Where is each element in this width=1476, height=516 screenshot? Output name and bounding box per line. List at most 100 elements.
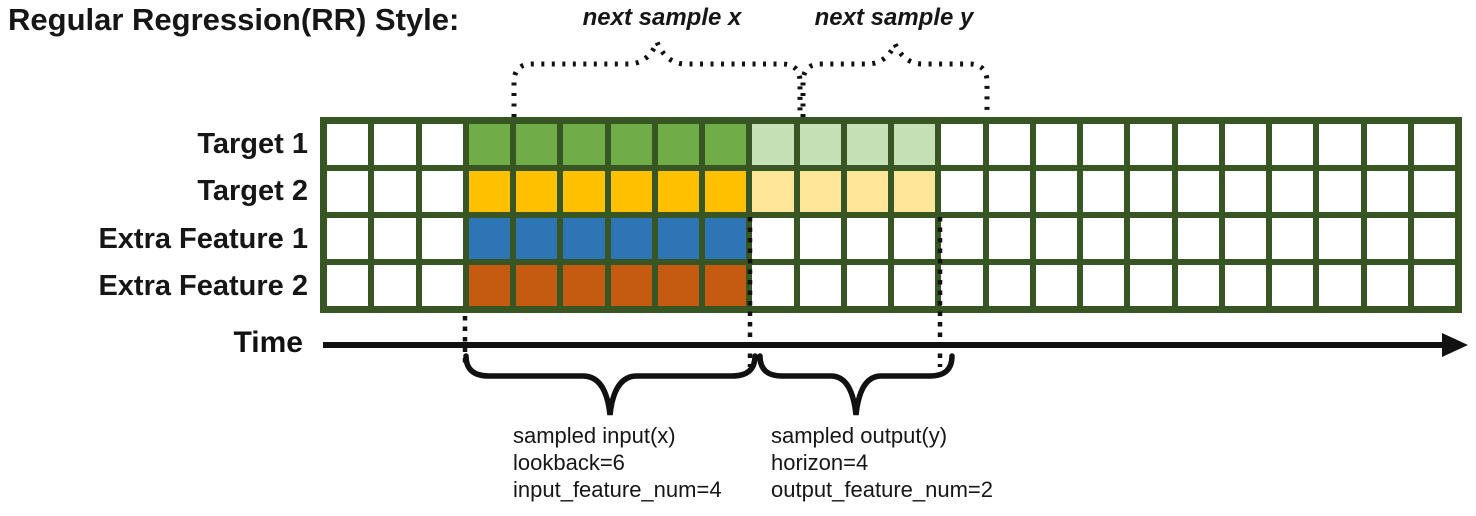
grid-cell-r3-c22: [1366, 265, 1408, 306]
grid-cell-r0-c23: [1413, 124, 1455, 165]
grid-cell-r1-c12: [894, 171, 936, 212]
grid-cell-r1-c16: [1083, 171, 1125, 212]
sampled-input-title: sampled input(x): [513, 423, 676, 448]
grid-cell-r0-c15: [1035, 124, 1077, 165]
grid-cell-r3-c18: [1177, 265, 1219, 306]
grid-cell-r3-c20: [1272, 265, 1314, 306]
grid-cell-r3-c12: [894, 265, 936, 306]
sampled-output-title: sampled output(y): [771, 423, 948, 448]
grid-cell-r0-c19: [1224, 124, 1266, 165]
grid-cell-r2-c3: [468, 218, 510, 259]
grid-cell-r1-c6: [610, 171, 652, 212]
grid-cell-r2-c22: [1366, 218, 1408, 259]
grid-cell-r1-c13: [941, 171, 983, 212]
output-feature-num-value: output_feature_num=2: [771, 477, 994, 502]
grid-cell-r1-c21: [1319, 171, 1361, 212]
grid-cell-r0-c0: [327, 124, 369, 165]
grid-cell-r3-c7: [657, 265, 699, 306]
grid-cell-r0-c21: [1319, 124, 1361, 165]
grid-cell-r3-c4: [516, 265, 558, 306]
sampled-output-annotation: sampled output(y) horizon=4 output_featu…: [771, 422, 993, 503]
sampled-output-brace: [757, 353, 955, 416]
grid-cell-r1-c15: [1035, 171, 1077, 212]
grid-cell-r1-c9: [752, 171, 794, 212]
grid-cell-r1-c0: [327, 171, 369, 212]
grid-cell-r0-c16: [1083, 124, 1125, 165]
horizon-value: horizon=4: [771, 450, 869, 475]
diagram-title: Regular Regression(RR) Style:: [8, 2, 460, 37]
grid-cell-r1-c22: [1366, 171, 1408, 212]
next-sample-x-brace: [511, 35, 803, 117]
grid-cell-r0-c22: [1366, 124, 1408, 165]
grid-cell-r3-c5: [563, 265, 605, 306]
grid-cell-r1-c4: [516, 171, 558, 212]
grid-cell-r0-c6: [610, 124, 652, 165]
grid-cell-r3-c14: [988, 265, 1030, 306]
grid-cell-r1-c18: [1177, 171, 1219, 212]
grid-cell-r2-c10: [799, 218, 841, 259]
grid-cell-r1-c19: [1224, 171, 1266, 212]
grid-cell-r2-c11: [846, 218, 888, 259]
grid-cell-r0-c8: [705, 124, 747, 165]
grid-cell-r3-c15: [1035, 265, 1077, 306]
grid-cell-r2-c16: [1083, 218, 1125, 259]
grid-cell-r2-c0: [327, 218, 369, 259]
grid-cell-r0-c9: [752, 124, 794, 165]
grid-cell-r2-c15: [1035, 218, 1077, 259]
grid-cell-r3-c6: [610, 265, 652, 306]
grid-cell-r0-c4: [516, 124, 558, 165]
row-label-extra-feature-2: Extra Feature 2: [98, 270, 308, 302]
row-label-target-1: Target 1: [197, 128, 308, 160]
grid-cell-r1-c8: [705, 171, 747, 212]
grid-cell-r0-c10: [799, 124, 841, 165]
grid-cell-r0-c14: [988, 124, 1030, 165]
grid-cell-r3-c11: [846, 265, 888, 306]
grid-cell-r0-c3: [468, 124, 510, 165]
row-label-extra-feature-1: Extra Feature 1: [98, 223, 308, 255]
grid-cell-r3-c23: [1413, 265, 1455, 306]
grid-cell-r2-c6: [610, 218, 652, 259]
grid-cell-r2-c9: [752, 218, 794, 259]
grid-cell-r2-c18: [1177, 218, 1219, 259]
grid-cell-r0-c5: [563, 124, 605, 165]
grid-cell-r3-c21: [1319, 265, 1361, 306]
grid-cell-r0-c1: [374, 124, 416, 165]
grid-cell-r3-c16: [1083, 265, 1125, 306]
input-feature-num-value: input_feature_num=4: [513, 477, 722, 502]
grid-cell-r2-c17: [1130, 218, 1172, 259]
grid-cell-r0-c7: [657, 124, 699, 165]
grid-cell-r1-c5: [563, 171, 605, 212]
grid-cell-r0-c13: [941, 124, 983, 165]
sampled-input-annotation: sampled input(x) lookback=6 input_featur…: [513, 422, 722, 503]
grid-cell-r2-c21: [1319, 218, 1361, 259]
grid-cell-r2-c12: [894, 218, 936, 259]
row-label-target-2: Target 2: [197, 175, 308, 207]
grid-cell-r2-c8: [705, 218, 747, 259]
grid-cell-r0-c12: [894, 124, 936, 165]
grid-cell-r2-c4: [516, 218, 558, 259]
grid-cell-r1-c7: [657, 171, 699, 212]
grid-cell-r3-c17: [1130, 265, 1172, 306]
grid-cell-r0-c18: [1177, 124, 1219, 165]
grid-cell-r3-c2: [421, 265, 463, 306]
next-sample-y-label: next sample y: [814, 4, 974, 31]
grid-cell-r2-c5: [563, 218, 605, 259]
grid-cell-r3-c1: [374, 265, 416, 306]
grid-cell-r0-c20: [1272, 124, 1314, 165]
grid-cell-r2-c20: [1272, 218, 1314, 259]
grid-cell-r2-c14: [988, 218, 1030, 259]
feature-grid: [320, 117, 1462, 313]
grid-cell-r1-c14: [988, 171, 1030, 212]
grid-cell-r3-c0: [327, 265, 369, 306]
grid-cell-r1-c3: [468, 171, 510, 212]
grid-cell-r1-c1: [374, 171, 416, 212]
time-axis-label: Time: [233, 326, 303, 359]
grid-cell-r3-c13: [941, 265, 983, 306]
grid-cell-r1-c23: [1413, 171, 1455, 212]
time-axis-arrowhead: [1442, 333, 1468, 357]
sampled-input-brace: [463, 353, 758, 416]
lookback-value: lookback=6: [513, 450, 625, 475]
grid-cell-r3-c19: [1224, 265, 1266, 306]
grid-cell-r2-c1: [374, 218, 416, 259]
